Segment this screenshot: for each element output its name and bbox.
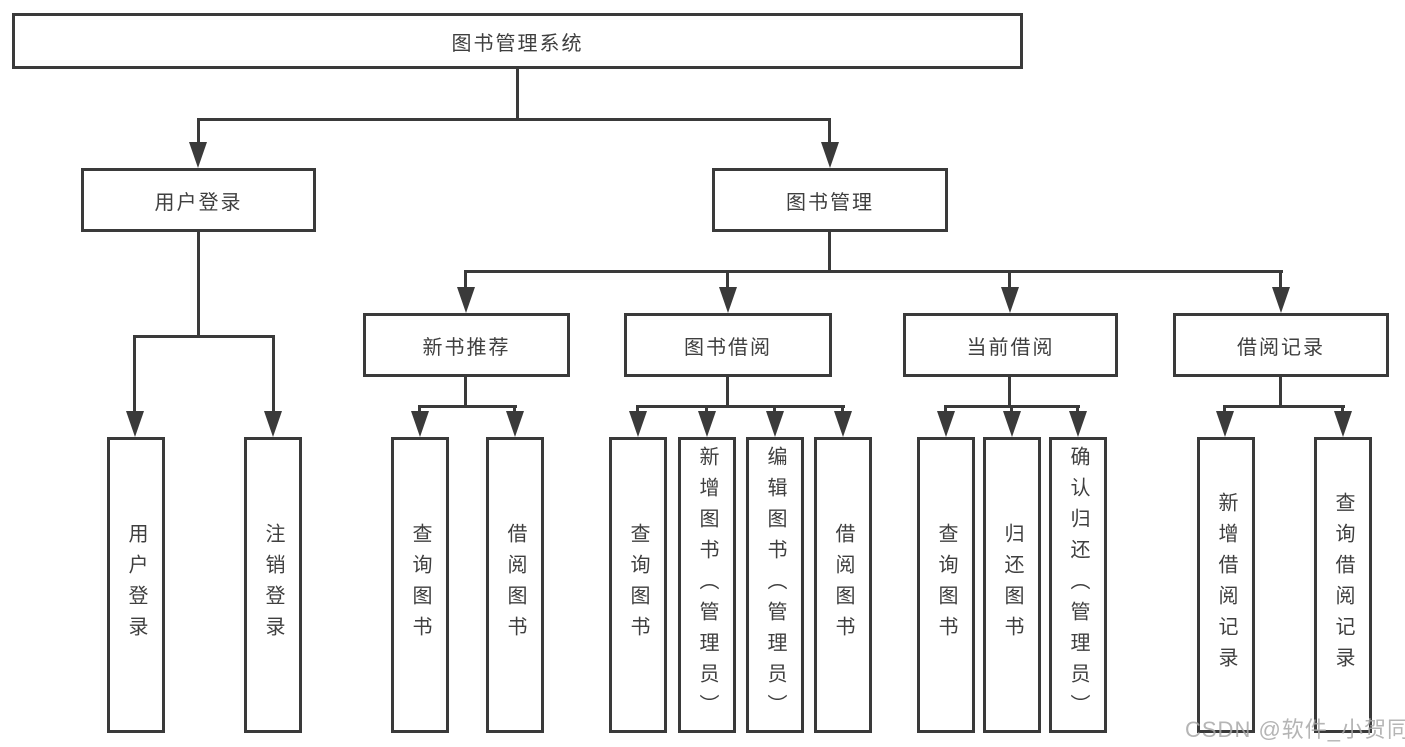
- leaf-add-borrow-record-label: 新增借阅记录: [1215, 492, 1237, 678]
- leaf-borrowing-query-books: 查询图书: [609, 437, 667, 733]
- leaf-user-login-label: 用户登录: [125, 523, 147, 647]
- arrow-records: [1272, 287, 1290, 313]
- leaf-recommend-borrow-books: 借阅图书: [486, 437, 544, 733]
- arrow-logout: [264, 411, 282, 437]
- leaf-add-book-admin: 新增图书（管理员）: [678, 437, 736, 733]
- leaf-user-login: 用户登录: [107, 437, 165, 733]
- edge-drop-e1: [1223, 405, 1226, 413]
- arrow-c4: [834, 411, 852, 437]
- arrow-c2: [698, 411, 716, 437]
- arrow-user-login: [189, 142, 207, 168]
- csdn-watermark: CSDN @软件_小贺同学: [1185, 717, 1405, 742]
- arrow-borrowing: [719, 287, 737, 313]
- node-root-system: 图书管理系统: [12, 13, 1023, 69]
- leaf-current-query-books-label: 查询图书: [935, 523, 957, 647]
- arrow-e2: [1334, 411, 1352, 437]
- arrow-c3: [766, 411, 784, 437]
- edge-drop-login: [133, 335, 136, 413]
- edge-drop-c2: [705, 405, 708, 413]
- edge-drop-b1: [418, 405, 421, 413]
- edge-drop-d1: [944, 405, 947, 413]
- arrow-b1: [411, 411, 429, 437]
- edge-current-stub: [1008, 377, 1011, 408]
- edge-borrowing-bar: [636, 405, 845, 408]
- edge-records-stub: [1279, 377, 1282, 408]
- leaf-logout-label: 注销登录: [262, 523, 284, 647]
- leaf-confirm-return-admin-label: 确认归还（管理员）: [1067, 445, 1089, 725]
- leaf-logout: 注销登录: [244, 437, 302, 733]
- edge-drop-c1: [636, 405, 639, 413]
- arrow-login: [126, 411, 144, 437]
- node-new-book-recommend-label: 新书推荐: [422, 336, 511, 359]
- edge-borrowing-stub: [726, 377, 729, 408]
- leaf-confirm-return-admin: 确认归还（管理员）: [1049, 437, 1107, 733]
- arrow-new-books: [457, 287, 475, 313]
- leaf-recommend-query-books-label: 查询图书: [409, 523, 431, 647]
- edge-book-mgmt-stub: [828, 232, 831, 273]
- leaf-add-borrow-record: 新增借阅记录: [1197, 437, 1255, 733]
- edge-drop-logout: [272, 335, 275, 413]
- edge-drop-b2: [513, 405, 516, 413]
- arrow-book-mgmt: [821, 142, 839, 168]
- node-current-borrowing-label: 当前借阅: [966, 336, 1055, 359]
- edge-drop-e2: [1341, 405, 1344, 413]
- node-book-mgmt: 图书管理: [712, 168, 948, 232]
- edge-user-login-stub: [197, 232, 200, 337]
- node-user-login: 用户登录: [81, 168, 316, 232]
- node-borrow-records: 借阅记录: [1173, 313, 1389, 377]
- edge-drop-current: [1008, 270, 1011, 291]
- edge-new-books-bar: [418, 405, 517, 408]
- node-borrow-records-label: 借阅记录: [1237, 336, 1325, 359]
- node-book-borrowing: 图书借阅: [624, 313, 832, 377]
- edge-drop-records: [1279, 270, 1282, 291]
- edge-user-login-bar: [133, 335, 275, 338]
- edge-drop-c3: [773, 405, 776, 413]
- leaf-borrow-book: 借阅图书: [814, 437, 872, 733]
- leaf-return-book: 归还图书: [983, 437, 1041, 733]
- arrow-d2: [1003, 411, 1021, 437]
- leaf-add-book-admin-label: 新增图书（管理员）: [696, 445, 718, 725]
- edge-drop-user-login: [197, 118, 200, 144]
- node-book-mgmt-label: 图书管理: [786, 191, 874, 214]
- edge-drop-d3: [1076, 405, 1079, 413]
- edge-drop-d2: [1010, 405, 1013, 413]
- leaf-recommend-query-books: 查询图书: [391, 437, 449, 733]
- node-current-borrowing: 当前借阅: [903, 313, 1118, 377]
- node-book-borrowing-label: 图书借阅: [684, 336, 772, 359]
- edge-new-books-stub: [464, 377, 467, 408]
- edge-root-stub: [516, 69, 519, 120]
- leaf-borrow-book-label: 借阅图书: [832, 523, 854, 647]
- node-new-book-recommend: 新书推荐: [363, 313, 570, 377]
- leaf-query-borrow-record: 查询借阅记录: [1314, 437, 1372, 733]
- node-root-label: 图书管理系统: [451, 32, 584, 55]
- edge-records-bar: [1223, 405, 1345, 408]
- arrow-d1: [937, 411, 955, 437]
- arrow-b2: [506, 411, 524, 437]
- arrow-c1: [629, 411, 647, 437]
- edge-drop-new-books: [464, 270, 467, 291]
- leaf-borrowing-query-books-label: 查询图书: [627, 523, 649, 647]
- leaf-return-book-label: 归还图书: [1001, 523, 1023, 647]
- edge-book-mgmt-bar: [464, 270, 1283, 273]
- leaf-edit-book-admin: 编辑图书（管理员）: [746, 437, 804, 733]
- edge-root-bar: [197, 118, 831, 121]
- arrow-e1: [1216, 411, 1234, 437]
- edge-drop-c4: [841, 405, 844, 413]
- leaf-recommend-borrow-books-label: 借阅图书: [504, 523, 526, 647]
- arrow-current: [1001, 287, 1019, 313]
- node-user-login-label: 用户登录: [154, 191, 243, 214]
- edge-drop-borrowing: [726, 270, 729, 291]
- leaf-query-borrow-record-label: 查询借阅记录: [1332, 492, 1354, 678]
- arrow-d3: [1069, 411, 1087, 437]
- leaf-edit-book-admin-label: 编辑图书（管理员）: [764, 445, 786, 725]
- edge-drop-book-mgmt: [828, 118, 831, 144]
- leaf-current-query-books: 查询图书: [917, 437, 975, 733]
